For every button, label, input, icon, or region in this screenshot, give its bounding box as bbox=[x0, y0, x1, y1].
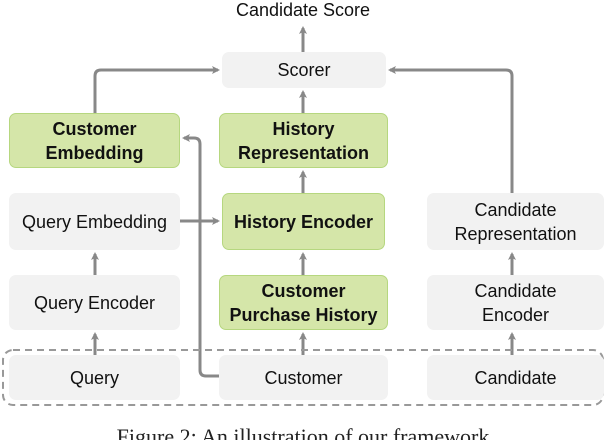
customer-node: Customer bbox=[219, 355, 388, 400]
scorer-node: Scorer bbox=[222, 52, 386, 88]
candidate-node: Candidate bbox=[427, 355, 604, 400]
candidate-score-label: Candidate Score bbox=[235, 0, 371, 20]
candidate-representation-node: Candidate Representation bbox=[427, 193, 604, 250]
customer-embedding-node: Customer Embedding bbox=[9, 113, 180, 168]
history-representation-node: History Representation bbox=[219, 113, 388, 168]
arrow-customer-to-customer-emb bbox=[182, 134, 219, 378]
arrow-candidate-rep-to-scorer bbox=[388, 66, 514, 193]
candidate-encoder-node: Candidate Encoder bbox=[427, 275, 604, 330]
query-node: Query bbox=[9, 355, 180, 400]
query-embedding-node: Query Embedding bbox=[9, 193, 180, 250]
figure-caption: Figure 2: An illustration of our framewo… bbox=[116, 424, 490, 440]
query-encoder-node: Query Encoder bbox=[9, 275, 180, 330]
arrow-customer-emb-to-scorer bbox=[93, 66, 220, 113]
history-encoder-node: History Encoder bbox=[222, 193, 385, 250]
customer-purchase-history-node: Customer Purchase History bbox=[219, 275, 388, 330]
